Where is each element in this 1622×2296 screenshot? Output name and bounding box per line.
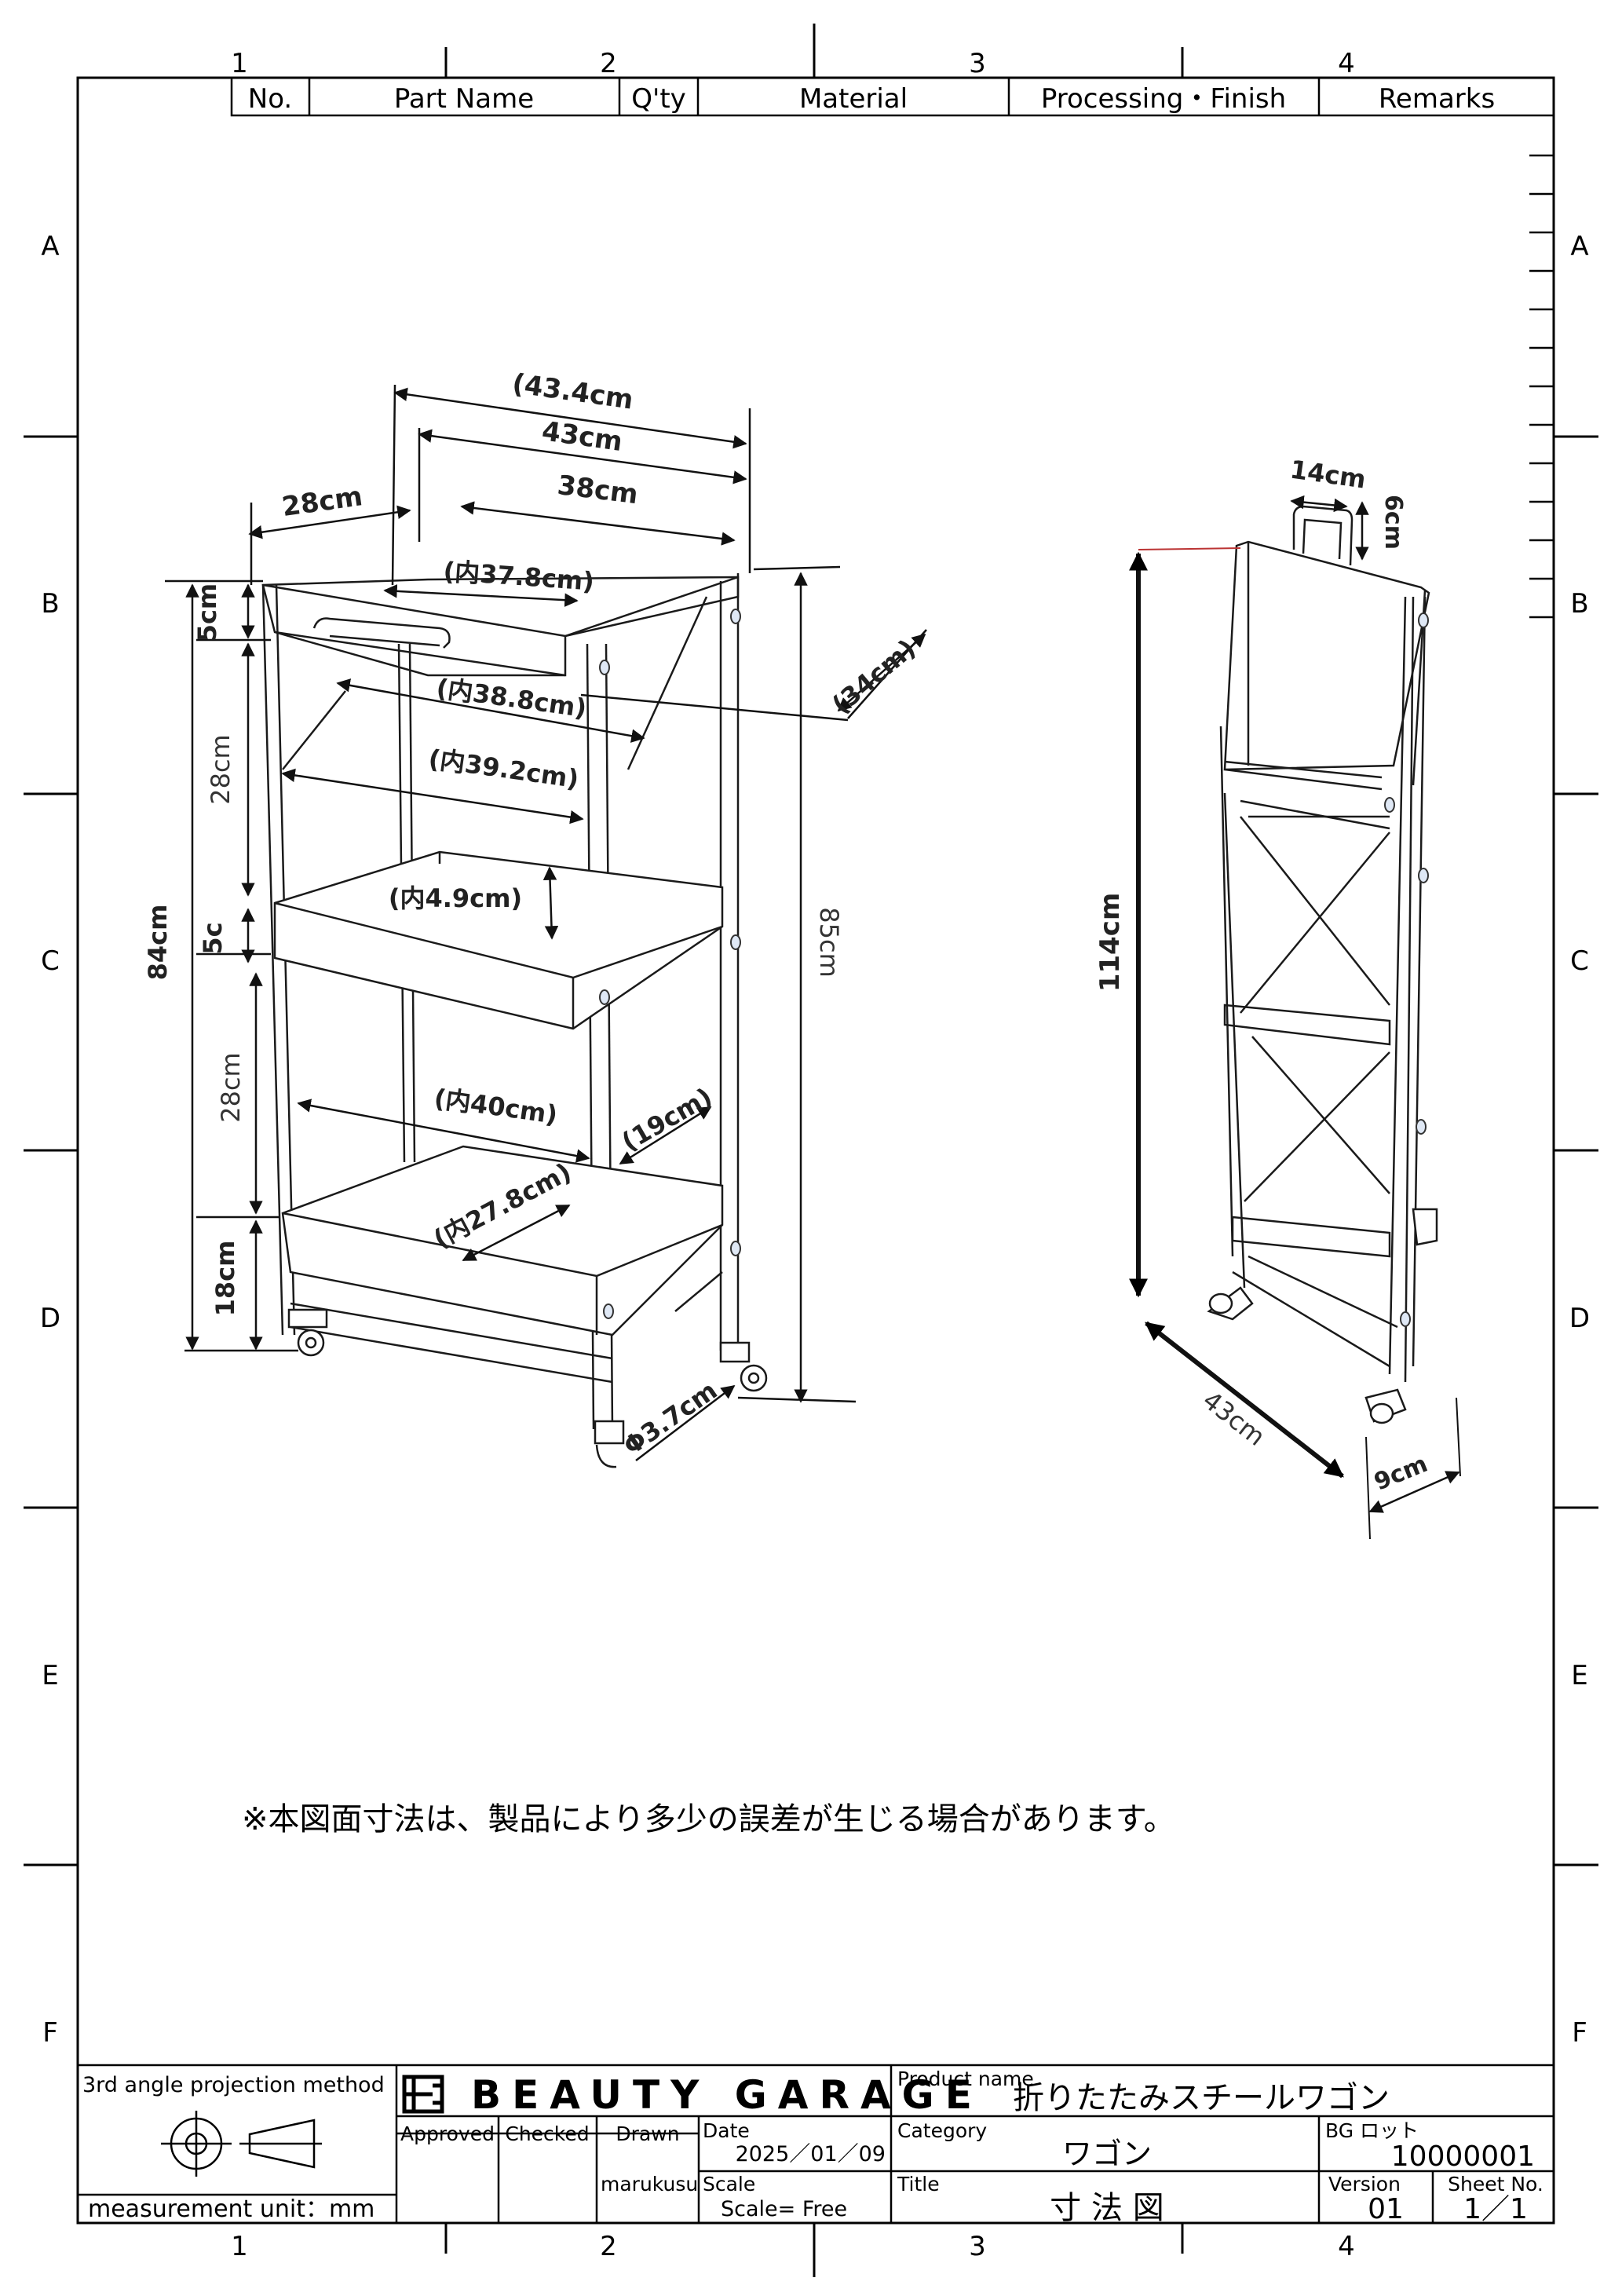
row-label-E: E — [42, 1660, 58, 1691]
dim-height-84: 84cm — [143, 905, 173, 981]
dim-height-5: 5cm — [192, 583, 222, 642]
brand-name: BEAUTY GARAGE — [471, 2072, 983, 2118]
col-label-4-bottom: 4 — [1338, 2231, 1355, 2262]
title-label: Title — [897, 2173, 940, 2195]
date-label: Date — [703, 2119, 750, 2142]
folded-view-labels: 14cm 6cm 114cm 43cm 9cm — [1094, 455, 1431, 1497]
dim-inner-39-2: (内39.2cm) — [427, 744, 581, 794]
version-label: Version — [1328, 2173, 1401, 2195]
column-labels-bottom: 1 2 3 4 — [231, 2231, 1355, 2262]
checked-label: Checked — [505, 2122, 589, 2145]
header-processing: Processing・Finish — [1041, 83, 1286, 115]
brand-logo: BEAUTY GARAGE — [402, 2072, 983, 2118]
dim-height-85: 85cm — [814, 907, 844, 977]
col-label-3: 3 — [969, 48, 986, 79]
category-label: Category — [897, 2119, 987, 2142]
scale-label: Scale — [703, 2173, 755, 2195]
row-label-F-right: F — [1572, 2017, 1587, 2049]
row-labels-right: A B C D E F — [1569, 231, 1590, 2049]
dim-folded-height-114: 114cm — [1094, 893, 1126, 993]
dim-width-38: 38cm — [556, 470, 640, 510]
dim-depth-34: (34cm) — [826, 633, 921, 719]
drawn-by: marukusu — [601, 2173, 698, 2195]
drawn-label: Drawn — [616, 2122, 679, 2145]
front-view-dimensions — [165, 384, 927, 1461]
header-material: Material — [799, 83, 908, 115]
parts-list-header: No. Part Name Q'ty Material Processing・F… — [230, 76, 1555, 117]
title-block-text: 3rd angle projection method measurement … — [82, 2067, 1543, 2226]
header-qty: Q'ty — [631, 83, 686, 115]
projection-method-label: 3rd angle projection method — [82, 2073, 385, 2097]
wagon-folded-view — [1207, 505, 1438, 1424]
col-label-2: 2 — [600, 48, 617, 79]
dim-height-5c: 5c — [198, 922, 228, 954]
scale-ticks — [1529, 154, 1554, 619]
tolerance-note: ※本図面寸法は、製品により多少の誤差が生じる場合があります。 — [242, 1801, 1175, 1837]
col-label-3-bottom: 3 — [969, 2231, 986, 2262]
dim-height-18: 18cm — [210, 1241, 240, 1317]
dim-depth-28: 28cm — [280, 481, 364, 523]
column-ticks-bottom — [444, 2223, 1184, 2277]
drawing-border — [76, 76, 1555, 2225]
caster-right — [719, 1341, 768, 1392]
dim-handle-height-6: 6cm — [1379, 495, 1407, 550]
column-ticks-top — [444, 24, 1184, 78]
category-value: ワゴン — [1062, 2137, 1152, 2171]
col-label-1: 1 — [231, 48, 248, 79]
sheet-label: Sheet No. — [1448, 2173, 1543, 2195]
sheet-value: 1／1 — [1463, 2193, 1528, 2225]
projection-symbol — [161, 2111, 322, 2177]
col-label-2-bottom: 2 — [600, 2231, 617, 2262]
folded-caster-back — [1364, 1388, 1407, 1424]
row-label-A: A — [41, 231, 59, 262]
dim-inner-38-8: (内38.8cm) — [435, 673, 589, 723]
title-block — [78, 2064, 1554, 2223]
lot-number: 10000001 — [1391, 2141, 1535, 2173]
dim-height-28-lower: 28cm — [216, 1052, 246, 1122]
row-label-E-right: E — [1571, 1660, 1587, 1691]
dim-wheel-diameter: Φ3.7cm — [618, 1375, 722, 1461]
row-label-D-right: D — [1569, 1303, 1590, 1334]
header-no: No. — [248, 83, 292, 115]
approved-label: Approved — [400, 2122, 495, 2145]
row-label-F: F — [42, 2017, 58, 2049]
row-label-A-right: A — [1570, 231, 1588, 262]
dim-depth-19: (19cm) — [616, 1081, 717, 1157]
folded-caster-side — [1412, 1208, 1438, 1246]
folded-view-dimensions — [1129, 495, 1461, 1540]
version-value: 01 — [1368, 2193, 1404, 2225]
row-label-B: B — [41, 588, 59, 620]
row-label-C: C — [41, 945, 60, 977]
header-remarks: Remarks — [1379, 83, 1495, 115]
dim-width-43-4: (43.4cm — [510, 368, 635, 416]
drawing-title: 寸 法 図 — [1050, 2190, 1164, 2226]
scale-value: Scale= Free — [721, 2197, 847, 2221]
folded-caster-front — [1207, 1286, 1254, 1321]
caster-front — [594, 1420, 625, 1468]
product-name: 折りたたみスチールワゴン — [1013, 2080, 1390, 2116]
dim-width-43: 43cm — [540, 415, 624, 458]
col-label-1-bottom: 1 — [231, 2231, 248, 2262]
column-labels-top: 1 2 3 4 — [231, 48, 1355, 79]
dim-inner-4-9: (内4.9cm) — [389, 883, 522, 913]
row-label-B-right: B — [1570, 588, 1588, 620]
dim-folded-length-43: 43cm — [1197, 1385, 1271, 1452]
dim-inner-37-8: (内37.8cm) — [442, 556, 595, 596]
col-label-4: 4 — [1338, 48, 1355, 79]
dim-handle-width-14: 14cm — [1288, 455, 1368, 495]
dim-height-28-upper: 28cm — [206, 734, 236, 804]
product-name-label: Product name — [897, 2067, 1034, 2090]
date-value: 2025／01／09 — [736, 2142, 886, 2166]
dim-inner-40: (内40cm) — [433, 1083, 560, 1130]
measurement-unit: measurement unit：mm — [88, 2195, 374, 2223]
lot-label: BG ロット — [1325, 2119, 1419, 2142]
row-label-D: D — [40, 1303, 60, 1334]
caster-left — [287, 1308, 328, 1357]
row-labels-left: A B C D E F — [40, 231, 60, 2049]
header-part-name: Part Name — [394, 83, 534, 115]
row-label-C-right: C — [1570, 945, 1589, 977]
row-ticks — [24, 435, 1598, 1866]
